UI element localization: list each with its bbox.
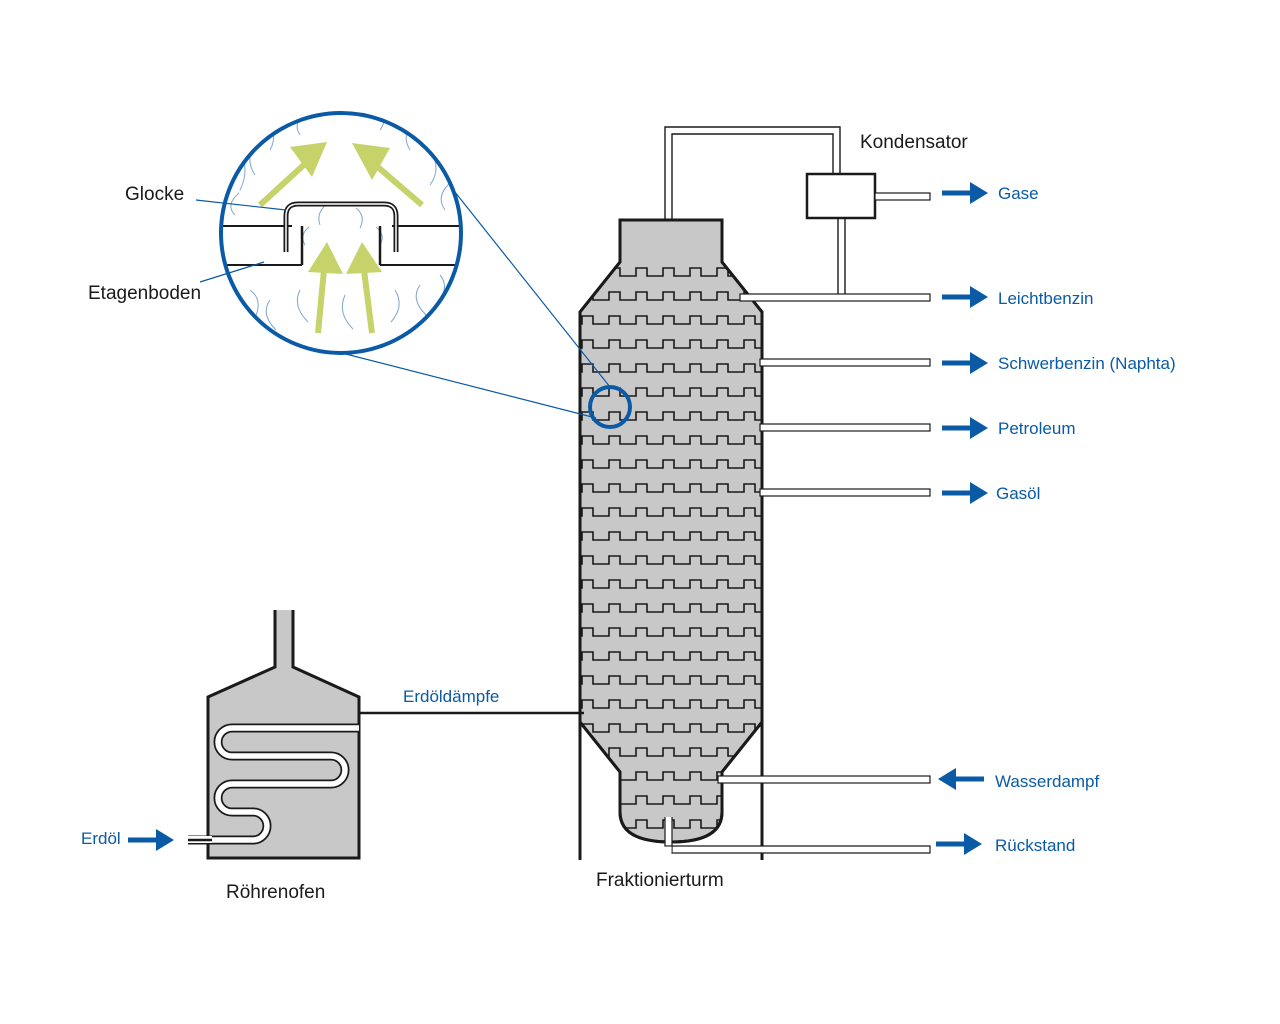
product-label-wasserdampf: Wasserdampf bbox=[995, 772, 1100, 791]
bubble-cap-detail bbox=[195, 111, 463, 355]
product-label-gase: Gase bbox=[998, 184, 1039, 203]
tray-plate bbox=[580, 579, 762, 589]
zoom-line-top bbox=[446, 181, 611, 388]
label-fraktionierturm: Fraktionierturm bbox=[596, 870, 724, 891]
tray-plate bbox=[580, 627, 762, 637]
arrow-right-icon bbox=[936, 833, 982, 855]
zoom-circle-border bbox=[219, 111, 463, 355]
glocke-leader bbox=[195, 199, 287, 211]
product-label-rueckstand: Rückstand bbox=[995, 836, 1075, 855]
fractionating-tower bbox=[578, 218, 764, 860]
product-label-petroleum: Petroleum bbox=[998, 419, 1075, 438]
tray-plate bbox=[580, 387, 762, 397]
arrow-right-icon bbox=[128, 829, 174, 851]
tray-plate bbox=[580, 675, 762, 685]
arrow-right-icon bbox=[942, 182, 988, 204]
etagenboden-leader bbox=[199, 261, 265, 283]
tray-plate bbox=[580, 435, 762, 445]
flow-arrows bbox=[128, 182, 988, 855]
product-label-gasoel: Gasöl bbox=[996, 484, 1040, 503]
tray-plate bbox=[580, 411, 762, 421]
tray-plate bbox=[580, 363, 762, 373]
condenser-box bbox=[805, 172, 877, 220]
arrow-right-icon bbox=[942, 286, 988, 308]
vapor-wisp bbox=[296, 289, 309, 323]
product-label-schwerbenzin: Schwerbenzin (Naphta) bbox=[998, 354, 1176, 373]
arrow-left-icon bbox=[938, 768, 984, 790]
vapor-wisp bbox=[265, 299, 277, 331]
vapor-wisp bbox=[341, 294, 354, 330]
arrow-right-icon bbox=[942, 417, 988, 439]
vapor-wisp bbox=[390, 289, 400, 323]
tray-plate bbox=[580, 339, 762, 349]
tray-plate bbox=[580, 315, 762, 325]
tray-plate bbox=[580, 699, 762, 709]
pipe-gasoel bbox=[759, 488, 931, 497]
vapor-arrow-icon bbox=[346, 242, 382, 334]
tray-plate bbox=[580, 555, 762, 565]
vapor-wisp bbox=[355, 207, 363, 229]
arrow-right-icon bbox=[942, 482, 988, 504]
tray-plate bbox=[580, 507, 762, 517]
tray-plate bbox=[580, 651, 762, 661]
vapor-wisp bbox=[415, 284, 427, 316]
pipe-rueckstand bbox=[664, 817, 931, 854]
label-erdoel: Erdöl bbox=[81, 829, 121, 848]
label-etagenboden: Etagenboden bbox=[88, 283, 201, 304]
pipe-leichtbenzin bbox=[739, 293, 931, 302]
overhead-piping bbox=[664, 126, 846, 294]
pipe-petroleum bbox=[759, 423, 931, 432]
product-label-leichtbenzin: Leichtbenzin bbox=[998, 289, 1093, 308]
tray-plate bbox=[580, 531, 762, 541]
arrow-right-icon bbox=[942, 352, 988, 374]
tray-plate bbox=[580, 723, 762, 733]
vapor-arrow-icon bbox=[308, 242, 343, 334]
pipe-schwerbenzin bbox=[759, 358, 931, 367]
zoom-line-bottom bbox=[329, 349, 597, 419]
tube-furnace bbox=[188, 610, 361, 860]
gas-outlet-pipe bbox=[874, 192, 931, 201]
vapor-arrow-icon bbox=[257, 142, 327, 208]
label-kondensator: Kondensator bbox=[860, 132, 968, 153]
tower-trays bbox=[580, 267, 762, 829]
tray-plate bbox=[580, 459, 762, 469]
vapor-arrow-icon bbox=[352, 143, 424, 208]
pipe-wasserdampf bbox=[717, 775, 931, 784]
tray-plate bbox=[580, 603, 762, 613]
tray-plate bbox=[580, 483, 762, 493]
vapor-wisp bbox=[230, 192, 240, 216]
label-erdoeldaempfe: Erdöldämpfe bbox=[403, 687, 499, 706]
zoom-marker-circle bbox=[588, 385, 632, 429]
label-roehrenofen: Röhrenofen bbox=[226, 882, 325, 903]
label-glocke: Glocke bbox=[125, 184, 184, 205]
